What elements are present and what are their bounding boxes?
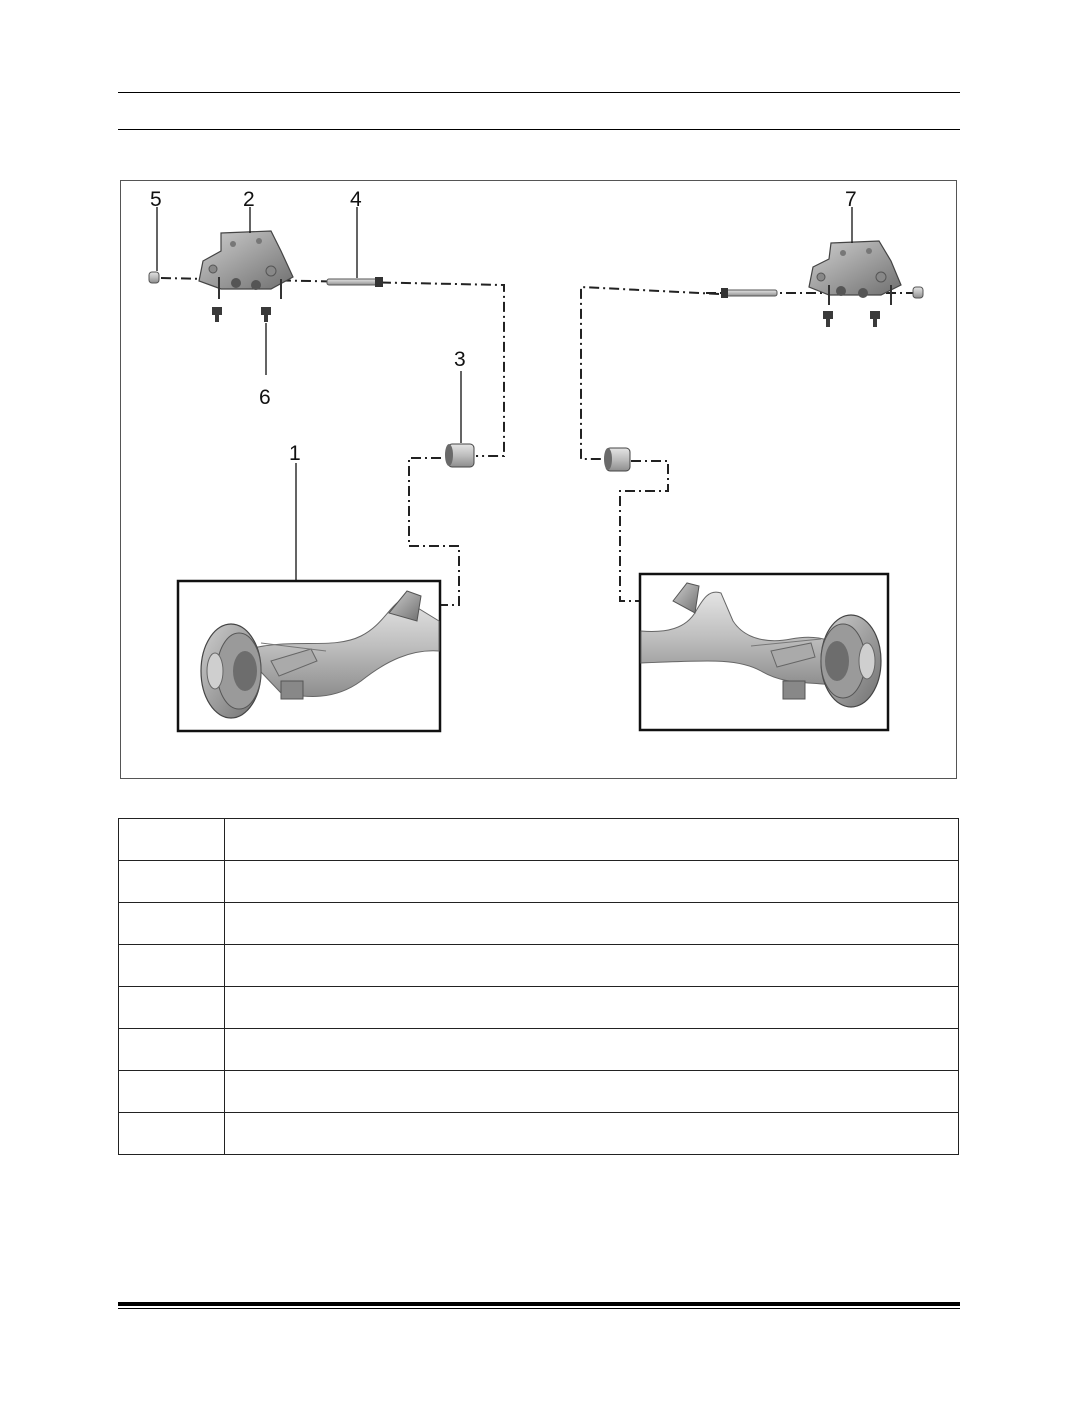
figure-drawing: 5 2 4 3 6 1 7 <box>148 188 924 733</box>
rod-right <box>721 288 778 298</box>
inset-left-axle <box>176 579 442 733</box>
bushing-right <box>604 447 631 472</box>
cell-no <box>118 986 225 1029</box>
part-7-bolts <box>823 311 880 327</box>
part-5-cap <box>148 271 160 284</box>
leader-lines <box>156 207 853 581</box>
table-row <box>118 986 959 1029</box>
cell-name <box>224 860 959 903</box>
cell-no <box>118 902 225 945</box>
table-row <box>118 944 959 987</box>
cell-no <box>118 1070 225 1113</box>
cell-name <box>224 902 959 945</box>
table-row <box>118 902 959 945</box>
header-rule-top <box>118 92 960 93</box>
parts-table <box>118 818 959 1155</box>
cell-no <box>118 860 225 903</box>
table-row <box>118 1112 959 1155</box>
cell-name <box>224 944 959 987</box>
part-3-bushing-left <box>445 443 475 468</box>
cell-no <box>118 944 225 987</box>
cell-name <box>224 1112 959 1155</box>
part-4-rod-left <box>326 277 383 287</box>
cell-name <box>224 986 959 1029</box>
footer-rule-thick <box>118 1302 960 1306</box>
part-6-bolts-left <box>212 307 271 322</box>
callout-4: 4 <box>350 188 362 211</box>
left-centerlines <box>160 277 505 606</box>
table-row <box>118 1028 959 1071</box>
table-row <box>118 1070 959 1113</box>
cell-name <box>224 1028 959 1071</box>
right-centerlines <box>580 285 916 602</box>
table-row <box>118 818 959 861</box>
callout-1: 1 <box>289 442 301 465</box>
cell-no <box>118 818 225 861</box>
table-row <box>118 860 959 903</box>
callout-6: 6 <box>259 386 271 409</box>
cell-no <box>118 1112 225 1155</box>
part-2-bracket <box>198 230 294 299</box>
cell-name <box>224 1070 959 1113</box>
footer-rule-thin <box>118 1308 960 1309</box>
callout-7: 7 <box>845 188 857 211</box>
callout-5: 5 <box>150 188 162 211</box>
cell-name <box>224 818 959 861</box>
callout-2: 2 <box>243 188 255 211</box>
cell-no <box>118 1028 225 1071</box>
part-7-bracket <box>808 240 924 305</box>
callout-3: 3 <box>454 348 466 371</box>
inset-right-axle <box>638 572 890 732</box>
header-rule-bottom <box>118 129 960 130</box>
exploded-view-figure: 5 2 4 3 6 1 7 <box>120 180 957 779</box>
